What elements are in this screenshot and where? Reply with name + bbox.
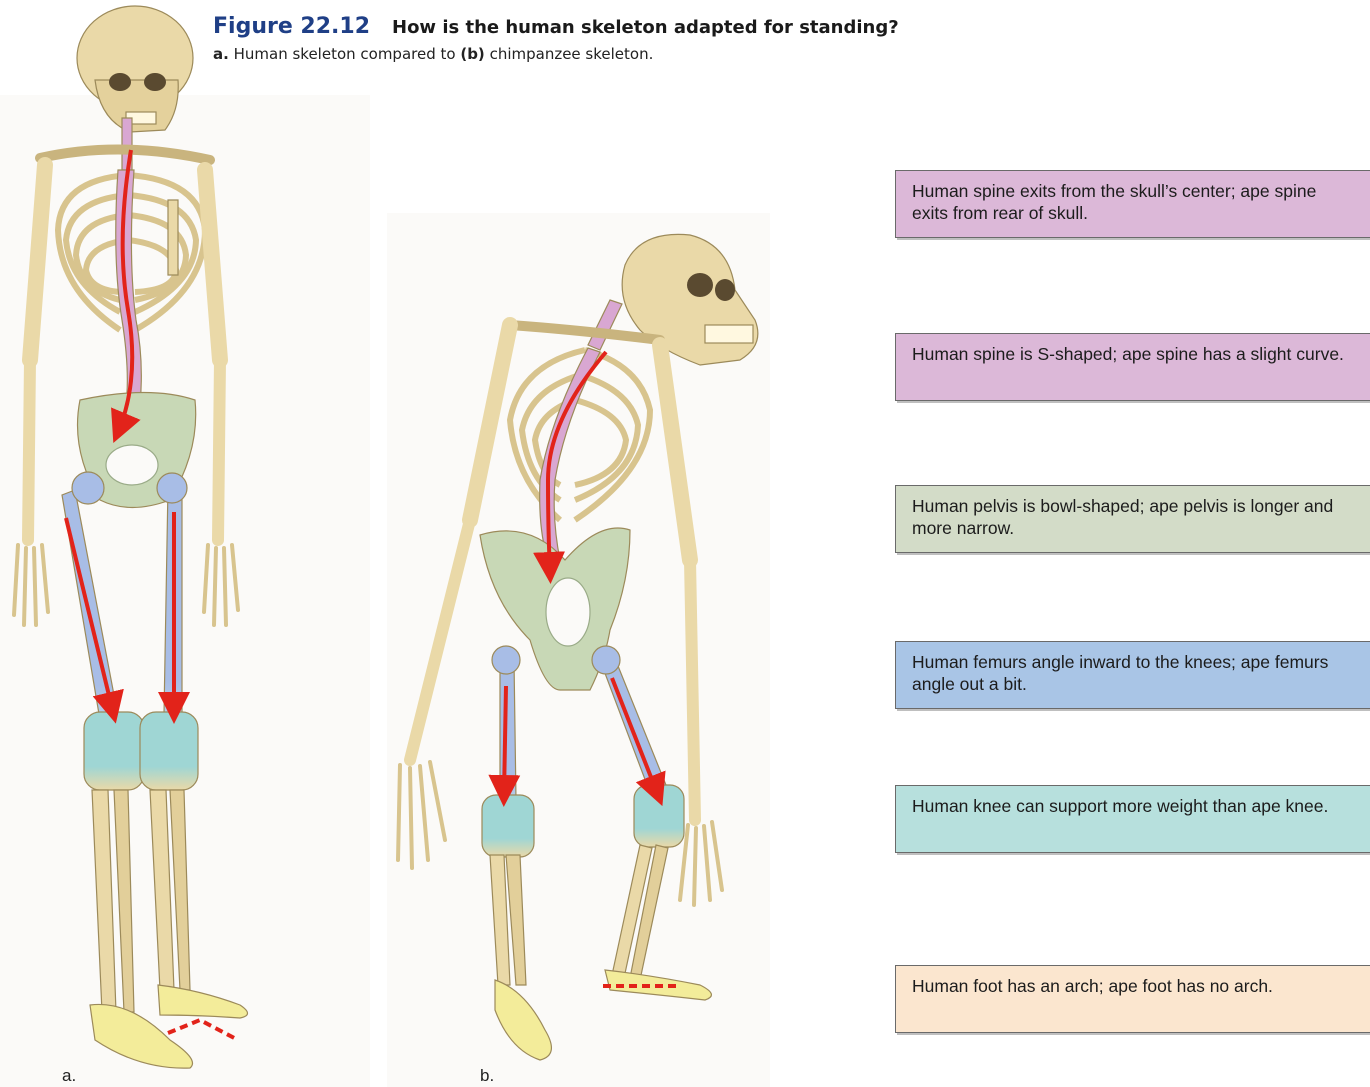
caption-b: b. — [480, 1066, 494, 1086]
callout-spine-exit: Human spine exits from the skull’s cente… — [895, 170, 1370, 238]
callout-foot: Human foot has an arch; ape foot has no … — [895, 965, 1370, 1033]
human-arch-line — [168, 1020, 238, 1040]
callout-pelvis: Human pelvis is bowl-shaped; ape pelvis … — [895, 485, 1370, 553]
callout-knee: Human knee can support more weight than … — [895, 785, 1370, 853]
chimp-skeleton — [398, 234, 758, 1060]
callout-spine-shape: Human spine is S-shaped; ape spine has a… — [895, 333, 1370, 401]
caption-a: a. — [62, 1066, 76, 1086]
human-skeleton — [14, 6, 248, 1068]
chimp-skull — [622, 234, 758, 365]
callout-femurs: Human femurs angle inward to the knees; … — [895, 641, 1370, 709]
human-skull — [77, 6, 193, 132]
